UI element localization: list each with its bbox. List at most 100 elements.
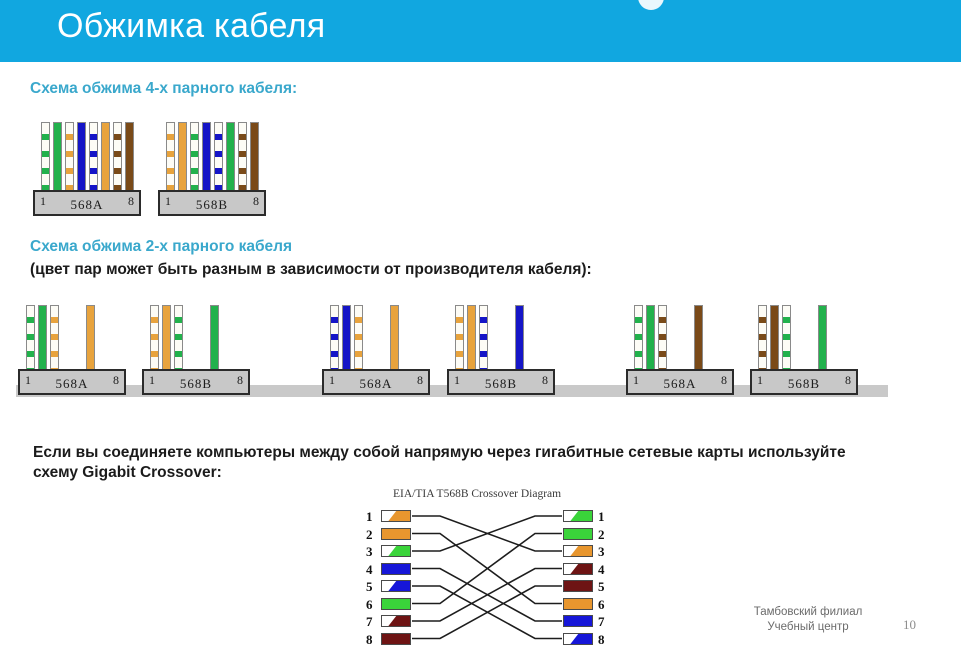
wire-pin-8 <box>125 122 134 194</box>
crossover-left-pin-number-4: 4 <box>366 561 373 577</box>
rj45-connector-568a: 1 8 568A <box>18 301 126 395</box>
standard-label: 568A <box>663 376 697 391</box>
page-title: Обжимка кабеля <box>57 7 326 45</box>
crossover-left-swatch-2 <box>381 527 411 540</box>
standard-label: 568B <box>179 376 213 391</box>
crossover-diagram-title: EIA/TIA T568B Crossover Diagram <box>393 488 562 500</box>
pin-label-last: 8 <box>113 373 119 387</box>
two-pair-heading: Схема обжима 2-х парного кабеля <box>30 238 293 255</box>
crossover-right-pin-number-8: 8 <box>598 631 605 647</box>
pin-label-last: 8 <box>845 373 851 387</box>
wire-pin-5 <box>214 122 223 194</box>
slide-header: Обжимка кабеля <box>0 0 961 62</box>
crossover-right-swatch-4 <box>563 562 593 575</box>
wire-pin-3 <box>190 122 199 194</box>
pin-label-first: 1 <box>454 373 460 387</box>
pin-label-last: 8 <box>542 373 548 387</box>
connector-body: 1 8 568A <box>18 369 126 395</box>
crossover-left-pin-number-6: 6 <box>366 596 373 612</box>
crossover-right-pin-number-5: 5 <box>598 579 605 594</box>
wire-pin-4 <box>77 122 86 194</box>
pin-label-first: 1 <box>25 373 31 387</box>
wire-pin-6 <box>390 305 399 373</box>
wire-pin-1 <box>26 305 35 373</box>
crossover-line-6-to-2 <box>412 532 562 605</box>
pin-label-last: 8 <box>417 373 423 387</box>
pin-label-first: 1 <box>149 373 155 387</box>
wire-pin-1 <box>150 305 159 373</box>
wire-pin-2 <box>646 305 655 373</box>
standard-label: 568B <box>195 197 229 212</box>
wire-pin-3 <box>354 305 363 373</box>
wire-pin-1 <box>758 305 767 373</box>
wire-pin-6 <box>694 305 703 373</box>
wire-group <box>142 301 250 373</box>
wire-pin-6 <box>226 122 235 194</box>
stripe-mark <box>564 546 579 556</box>
footer-organization: Тамбовский филиал Учебный центр <box>718 605 898 635</box>
pin-label-last: 8 <box>128 194 134 208</box>
crossover-right-swatch-6 <box>563 597 593 610</box>
wire-pin-1 <box>41 122 50 194</box>
wire-pin-1 <box>455 305 464 373</box>
crossover-left-pin-number-8: 8 <box>366 631 373 647</box>
rj45-connector-568b: 1 8 568B <box>750 301 858 395</box>
crossover-text-line2: схему Gigabit Crossover: <box>33 464 222 481</box>
standard-label: 568A <box>359 376 393 391</box>
crossover-line-4-to-7 <box>412 567 562 622</box>
wire-pin-6 <box>818 305 827 373</box>
crossover-right-pin-number-7: 7 <box>598 614 605 629</box>
crossover-right-pin-number-4: 4 <box>598 561 605 577</box>
wire-group <box>750 301 858 373</box>
crossover-left-swatch-3 <box>381 545 411 557</box>
wire-pin-7 <box>238 122 247 194</box>
crossover-left-pin-number-7: 7 <box>366 614 373 629</box>
wire-group <box>158 118 266 194</box>
wire-pin-2 <box>342 305 351 373</box>
crossover-text-line1: Если вы соединяете компьютеры между собо… <box>33 444 846 461</box>
wire-pin-6 <box>515 305 524 373</box>
wire-pin-3 <box>658 305 667 373</box>
wire-pin-2 <box>53 122 62 194</box>
crossover-line-7-to-4 <box>412 567 562 622</box>
wire-pin-1 <box>634 305 643 373</box>
wire-pin-1 <box>330 305 339 373</box>
wire-pin-6 <box>210 305 219 373</box>
stripe-mark <box>382 511 397 521</box>
wire-pin-6 <box>86 305 95 373</box>
standard-label: 568A <box>55 376 89 391</box>
crossover-line-2-to-6 <box>412 532 562 605</box>
crossover-left-swatch-5 <box>381 580 411 592</box>
crossover-left-pin-number-2: 2 <box>366 526 373 542</box>
footer-line-1: Тамбовский филиал <box>753 606 863 618</box>
crossover-right-pin-number-3: 3 <box>598 544 605 559</box>
stripe-mark <box>564 511 579 521</box>
crossover-line-1-to-3 <box>412 515 562 552</box>
pin-label-first: 1 <box>757 373 763 387</box>
crossover-line-8-to-5 <box>412 585 562 640</box>
stripe-mark <box>382 616 397 626</box>
wire-pin-2 <box>467 305 476 373</box>
crossover-left-pin-number-3: 3 <box>366 544 373 559</box>
standard-label: 568B <box>787 376 821 391</box>
crossover-right-pin-number-1: 1 <box>598 509 605 524</box>
wire-pin-3 <box>65 122 74 194</box>
wire-group <box>33 118 141 194</box>
standard-label: 568B <box>484 376 518 391</box>
crossover-line-3-to-1 <box>412 515 562 552</box>
pin-label-first: 1 <box>165 194 171 208</box>
crossover-left-swatch-1 <box>381 510 411 522</box>
wire-pin-7 <box>113 122 122 194</box>
connector-body: 1 8 568B <box>447 369 555 395</box>
crossover-left-swatch-7 <box>381 615 411 627</box>
wire-pin-3 <box>174 305 183 373</box>
wire-pin-2 <box>162 305 171 373</box>
